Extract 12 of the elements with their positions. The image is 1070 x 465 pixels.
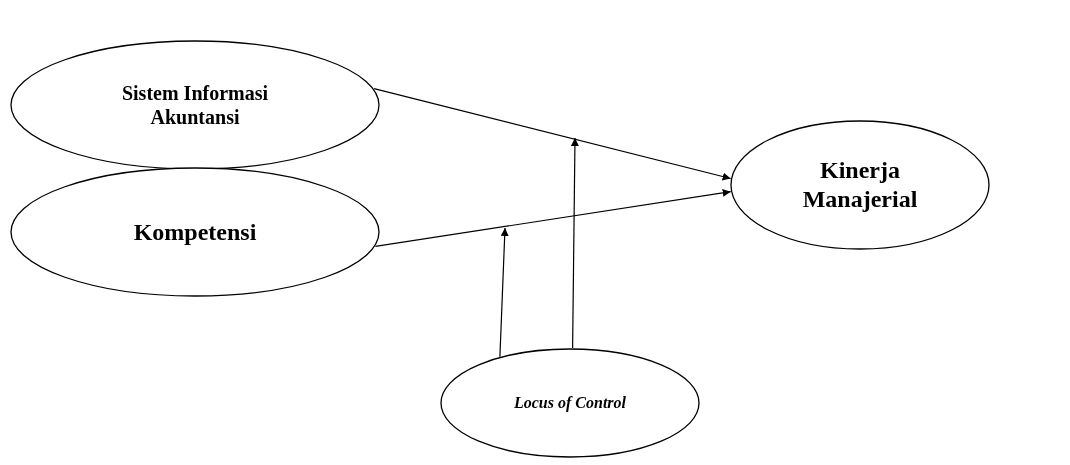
variable-name: Kinerja Manajerial: [801, 156, 919, 214]
variable-ellipse: [440, 348, 700, 458]
variable-name: Kompetensi: [133, 217, 257, 247]
variable-ellipse: [10, 40, 380, 170]
variable-name: Sistem Informasi Akuntansi: [120, 81, 270, 129]
arrow: [374, 188, 732, 247]
arrow: [373, 88, 732, 181]
arrow: [570, 137, 579, 349]
variable-ellipse: [730, 120, 990, 250]
variable-ellipse: [10, 167, 380, 297]
variable-name: Locus of Control: [514, 393, 626, 413]
arrow: [499, 227, 509, 358]
